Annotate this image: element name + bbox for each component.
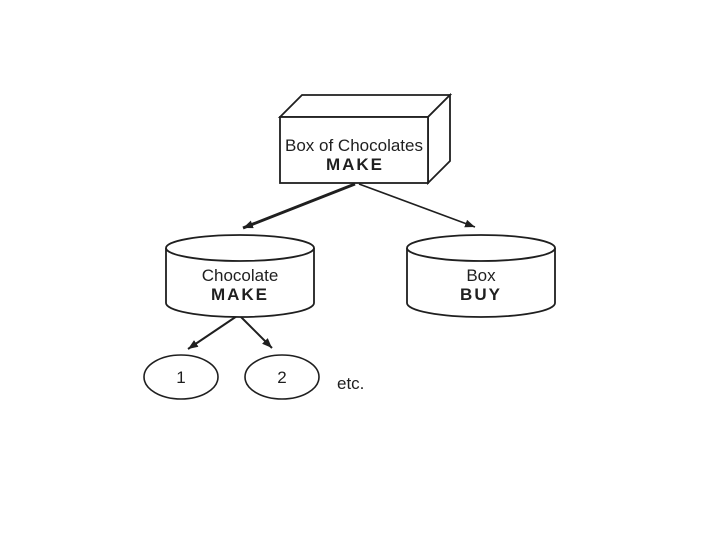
edge-root-to-chocolate: [242, 182, 356, 230]
leaf1-label: 1: [176, 368, 185, 387]
leaf2-label: 2: [277, 368, 286, 387]
root-decision-label: MAKE: [326, 155, 384, 174]
edge-chocolate-to-leaf2: [239, 315, 273, 349]
box-cylinder: Box BUY: [406, 234, 556, 318]
chocolate-cylinder-body: [165, 248, 315, 318]
edge-chocolate-to-leaf1: [187, 315, 238, 350]
box-cylinder-body: [406, 248, 556, 318]
chocolate-cylinder-top: [165, 234, 315, 262]
chocolate-label: Chocolate: [202, 266, 279, 285]
chocolate-cylinder: Chocolate MAKE: [165, 234, 315, 318]
etc-label: etc.: [337, 374, 364, 393]
root-label: Box of Chocolates: [285, 136, 423, 155]
box-label: Box: [466, 266, 496, 285]
leaf-node-1: 1: [143, 354, 219, 400]
root-box-front-face: [279, 116, 429, 184]
leaf1-ellipse: [143, 354, 219, 400]
chocolate-decision-label: MAKE: [211, 285, 269, 304]
leaf-node-2: 2: [244, 354, 320, 400]
box-decision-label: BUY: [460, 285, 502, 304]
box-cylinder-top: [406, 234, 556, 262]
root-box-3d: Box of Chocolates MAKE: [277, 92, 453, 186]
edge-root-to-box: [358, 183, 476, 228]
leaf2-ellipse: [244, 354, 320, 400]
root-box-top-face: [277, 94, 453, 118]
